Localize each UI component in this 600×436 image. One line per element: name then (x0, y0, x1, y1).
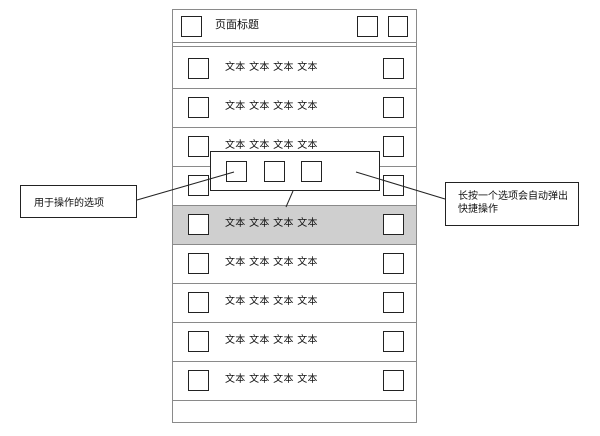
quick-action-popup (210, 151, 380, 191)
item-thumbnail-icon (188, 58, 209, 79)
item-text: 文本 文本 文本 文本 (225, 218, 318, 229)
item-text: 文本 文本 文本 文本 (225, 335, 318, 346)
header-left-icon[interactable] (181, 16, 202, 37)
quick-action-option-1[interactable] (226, 161, 247, 182)
popup-pointer-line (285, 190, 294, 208)
quick-action-option-3[interactable] (301, 161, 322, 182)
header-divider (173, 46, 416, 47)
item-action-icon[interactable] (383, 292, 404, 313)
item-action-icon[interactable] (383, 175, 404, 196)
item-action-icon[interactable] (383, 253, 404, 274)
list-item[interactable]: 文本 文本 文本 文本 (173, 362, 416, 401)
list-item[interactable]: 文本 文本 文本 文本 (173, 323, 416, 362)
item-action-icon[interactable] (383, 331, 404, 352)
item-thumbnail-icon (188, 370, 209, 391)
item-text: 文本 文本 文本 文本 (225, 140, 318, 151)
item-text: 文本 文本 文本 文本 (225, 296, 318, 307)
item-text: 文本 文本 文本 文本 (225, 374, 318, 385)
header-action-icon-1[interactable] (357, 16, 378, 37)
page-title: 页面标题 (215, 18, 259, 31)
list-item[interactable]: 文本 文本 文本 文本 (173, 245, 416, 284)
right-annotation-text: 长按一个选项会自动弹出快捷操作 (458, 191, 568, 215)
item-thumbnail-icon (188, 214, 209, 235)
item-action-icon[interactable] (383, 97, 404, 118)
right-annotation-box: 长按一个选项会自动弹出快捷操作 (445, 182, 579, 226)
list-item[interactable]: 文本 文本 文本 文本 (173, 50, 416, 89)
item-action-icon[interactable] (383, 136, 404, 157)
item-action-icon[interactable] (383, 214, 404, 235)
item-thumbnail-icon (188, 97, 209, 118)
list-item-pressed[interactable]: 文本 文本 文本 文本 (173, 206, 416, 245)
item-thumbnail-icon (188, 292, 209, 313)
right-callout-connector (355, 171, 446, 200)
item-thumbnail-icon (188, 331, 209, 352)
left-annotation-text: 用于操作的选项 (34, 198, 104, 209)
item-action-icon[interactable] (383, 370, 404, 391)
item-thumbnail-icon (188, 136, 209, 157)
left-callout-connector (136, 171, 235, 201)
list-item[interactable]: 文本 文本 文本 文本 (173, 89, 416, 128)
page-header: 页面标题 (173, 10, 416, 43)
header-action-icon-2[interactable] (388, 16, 408, 37)
quick-action-option-2[interactable] (264, 161, 285, 182)
phone-frame: 页面标题 文本 文本 文本 文本 文本 文本 文本 文本 文本 文本 文本 文本… (172, 9, 417, 423)
item-thumbnail-icon (188, 253, 209, 274)
item-action-icon[interactable] (383, 58, 404, 79)
item-text: 文本 文本 文本 文本 (225, 101, 318, 112)
item-text: 文本 文本 文本 文本 (225, 257, 318, 268)
item-text: 文本 文本 文本 文本 (225, 62, 318, 73)
left-annotation-box: 用于操作的选项 (20, 185, 137, 218)
list-item[interactable]: 文本 文本 文本 文本 (173, 284, 416, 323)
